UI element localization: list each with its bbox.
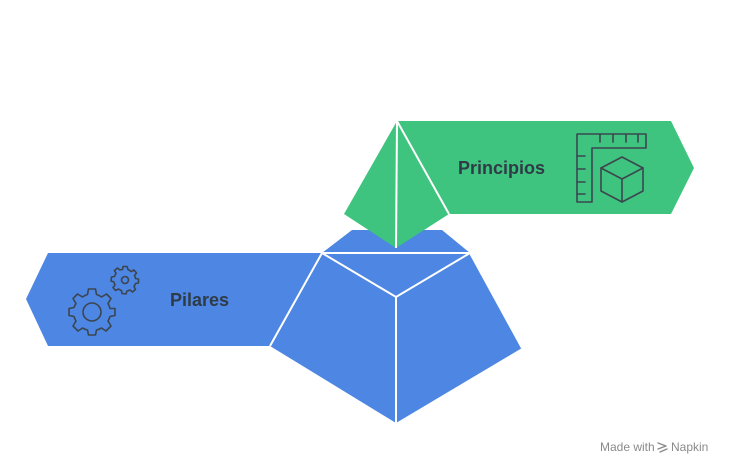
pilares-frustum-left — [270, 253, 396, 423]
layer-principios: Principios — [344, 120, 694, 249]
principios-label: Principios — [458, 158, 545, 178]
pilares-frustum-top — [322, 230, 470, 297]
napkin-logo-icon — [657, 442, 668, 453]
pilares-frustum-right — [396, 253, 522, 423]
layer-pilares: Pilares — [26, 230, 523, 424]
principios-banner — [397, 121, 694, 214]
pilares-banner — [26, 253, 322, 346]
gears-icon — [68, 265, 140, 336]
watermark-brand: Napkin — [671, 440, 708, 454]
pilares-label: Pilares — [170, 290, 229, 310]
watermark-prefix: Made with — [600, 440, 655, 454]
principios-apex-left — [344, 121, 397, 248]
ruler-cube-icon — [576, 133, 647, 203]
principios-apex-right — [396, 121, 449, 248]
napkin-watermark[interactable]: Made with Napkin — [600, 440, 708, 454]
